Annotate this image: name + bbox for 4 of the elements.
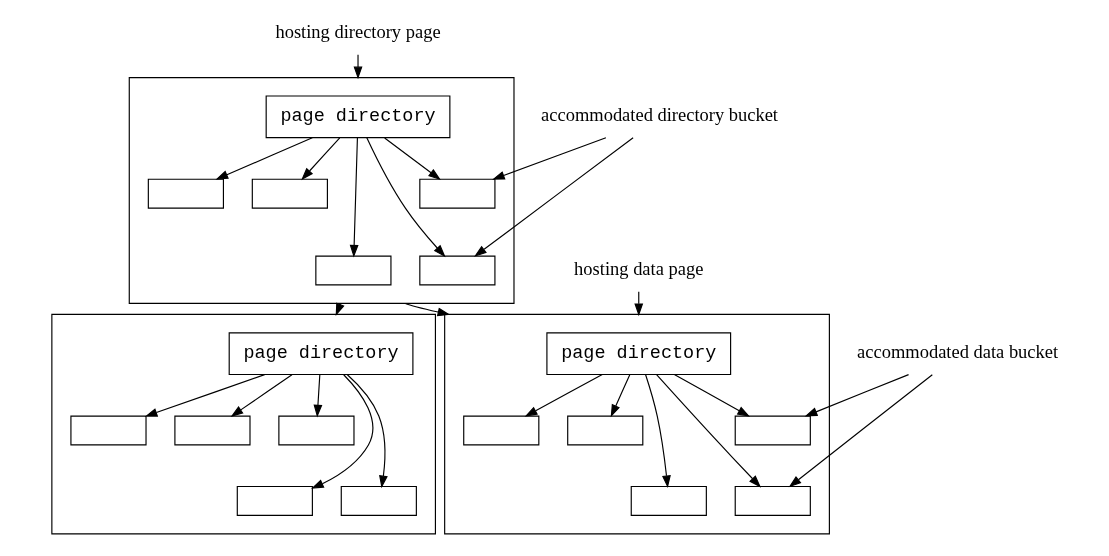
node-text: hosting data page — [573, 258, 703, 279]
node-text: hosting directory page — [274, 22, 441, 43]
node-text: accommodated directory bucket — [540, 105, 778, 126]
node-text: accommodated data bucket — [856, 342, 1058, 363]
